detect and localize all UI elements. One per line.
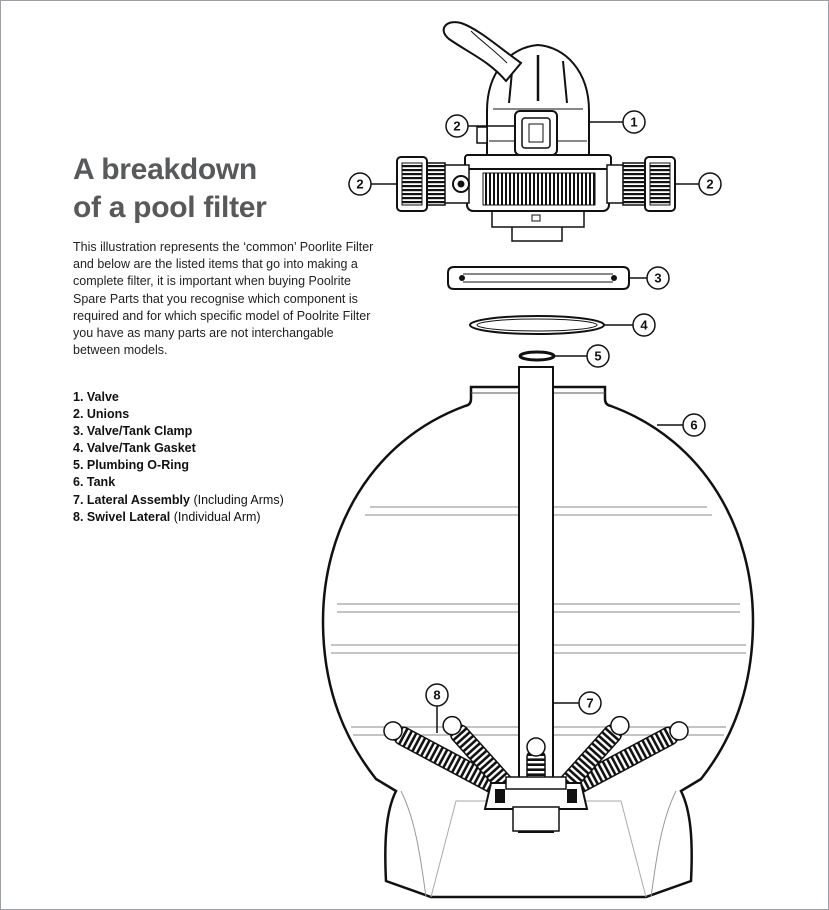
callout-number: 8 [433,688,440,703]
intro-paragraph: This illustration represents the ‘common… [73,239,393,359]
intro-line: you have as many parts are not interchan… [73,326,334,341]
callout-gasket: 4 [604,313,656,337]
valve-tank-clamp [447,266,630,290]
callout-number: 4 [640,318,648,333]
part-note: (Including Arms) [189,492,284,507]
callout-number: 3 [654,271,661,286]
callout-number: 5 [594,349,601,364]
callout-number: 2 [453,119,460,134]
part-label: 1. Valve [73,390,119,404]
callout-number: 7 [586,696,593,711]
callout-union-right: 2 [675,172,722,196]
page-title: A breakdown of a pool filter [73,151,267,227]
parts-list-item: 2. Unions [73,406,284,423]
page-title-line-2: of a pool filter [73,191,267,224]
swivel-lateral-arm [556,715,630,795]
intro-line: between models. [73,343,168,358]
part-label: 6. Tank [73,475,116,490]
callout-number: 1 [630,115,637,130]
parts-list: 1. Valve 2. Unions 3. Valve/Tank Clamp 4… [73,389,284,526]
parts-list-item: 6. Tank [73,474,284,491]
parts-list-item: 7. Lateral Assembly (Including Arms) [73,492,284,509]
lateral-assembly [383,366,689,833]
part-note: (Individual Arm) [170,509,261,524]
intro-line: This illustration represents the ‘common… [73,240,374,254]
parts-list-item: 1. Valve [73,389,284,406]
parts-list-item: 5. Plumbing O-Ring [73,457,284,474]
callout-oring: 5 [554,344,610,368]
callout-valve: 1 [589,110,646,134]
page-title-line-1: A breakdown [73,153,257,186]
part-label: 8. Swivel Lateral [73,509,171,524]
callout-number: 6 [690,418,697,433]
callout-clamp: 3 [629,266,670,290]
callout-union-top: 2 [445,114,515,138]
part-label: 2. Unions [73,407,130,422]
intro-line: and below are the listed items that go i… [73,257,358,272]
callout-tank: 6 [657,413,706,437]
union-right [606,156,676,212]
parts-list-item: 8. Swivel Lateral (Individual Arm) [73,509,284,526]
intro-line: required and for which specific model of… [73,308,371,323]
part-label: 3. Valve/Tank Clamp [73,424,193,439]
part-label: 4. Valve/Tank Gasket [73,441,196,456]
callout-number: 2 [706,177,713,192]
multiport-valve [442,21,612,242]
parts-list-item: 4. Valve/Tank Gasket [73,440,284,457]
plumbing-o-ring [518,350,556,362]
parts-list-item: 3. Valve/Tank Clamp [73,423,284,440]
part-label: 7. Lateral Assembly [73,492,190,507]
callout-number: 2 [356,177,363,192]
part-label: 5. Plumbing O-Ring [73,458,189,473]
callout-lateral-assembly: 7 [553,691,602,715]
callout-swivel-lateral: 8 [425,683,449,733]
intro-line: complete filter, it is important when bu… [73,274,351,289]
union-left [396,156,470,212]
intro-line: Spare Parts that you recognise which com… [73,291,358,306]
callout-union-left: 2 [348,172,397,196]
valve-tank-gasket [469,315,605,335]
